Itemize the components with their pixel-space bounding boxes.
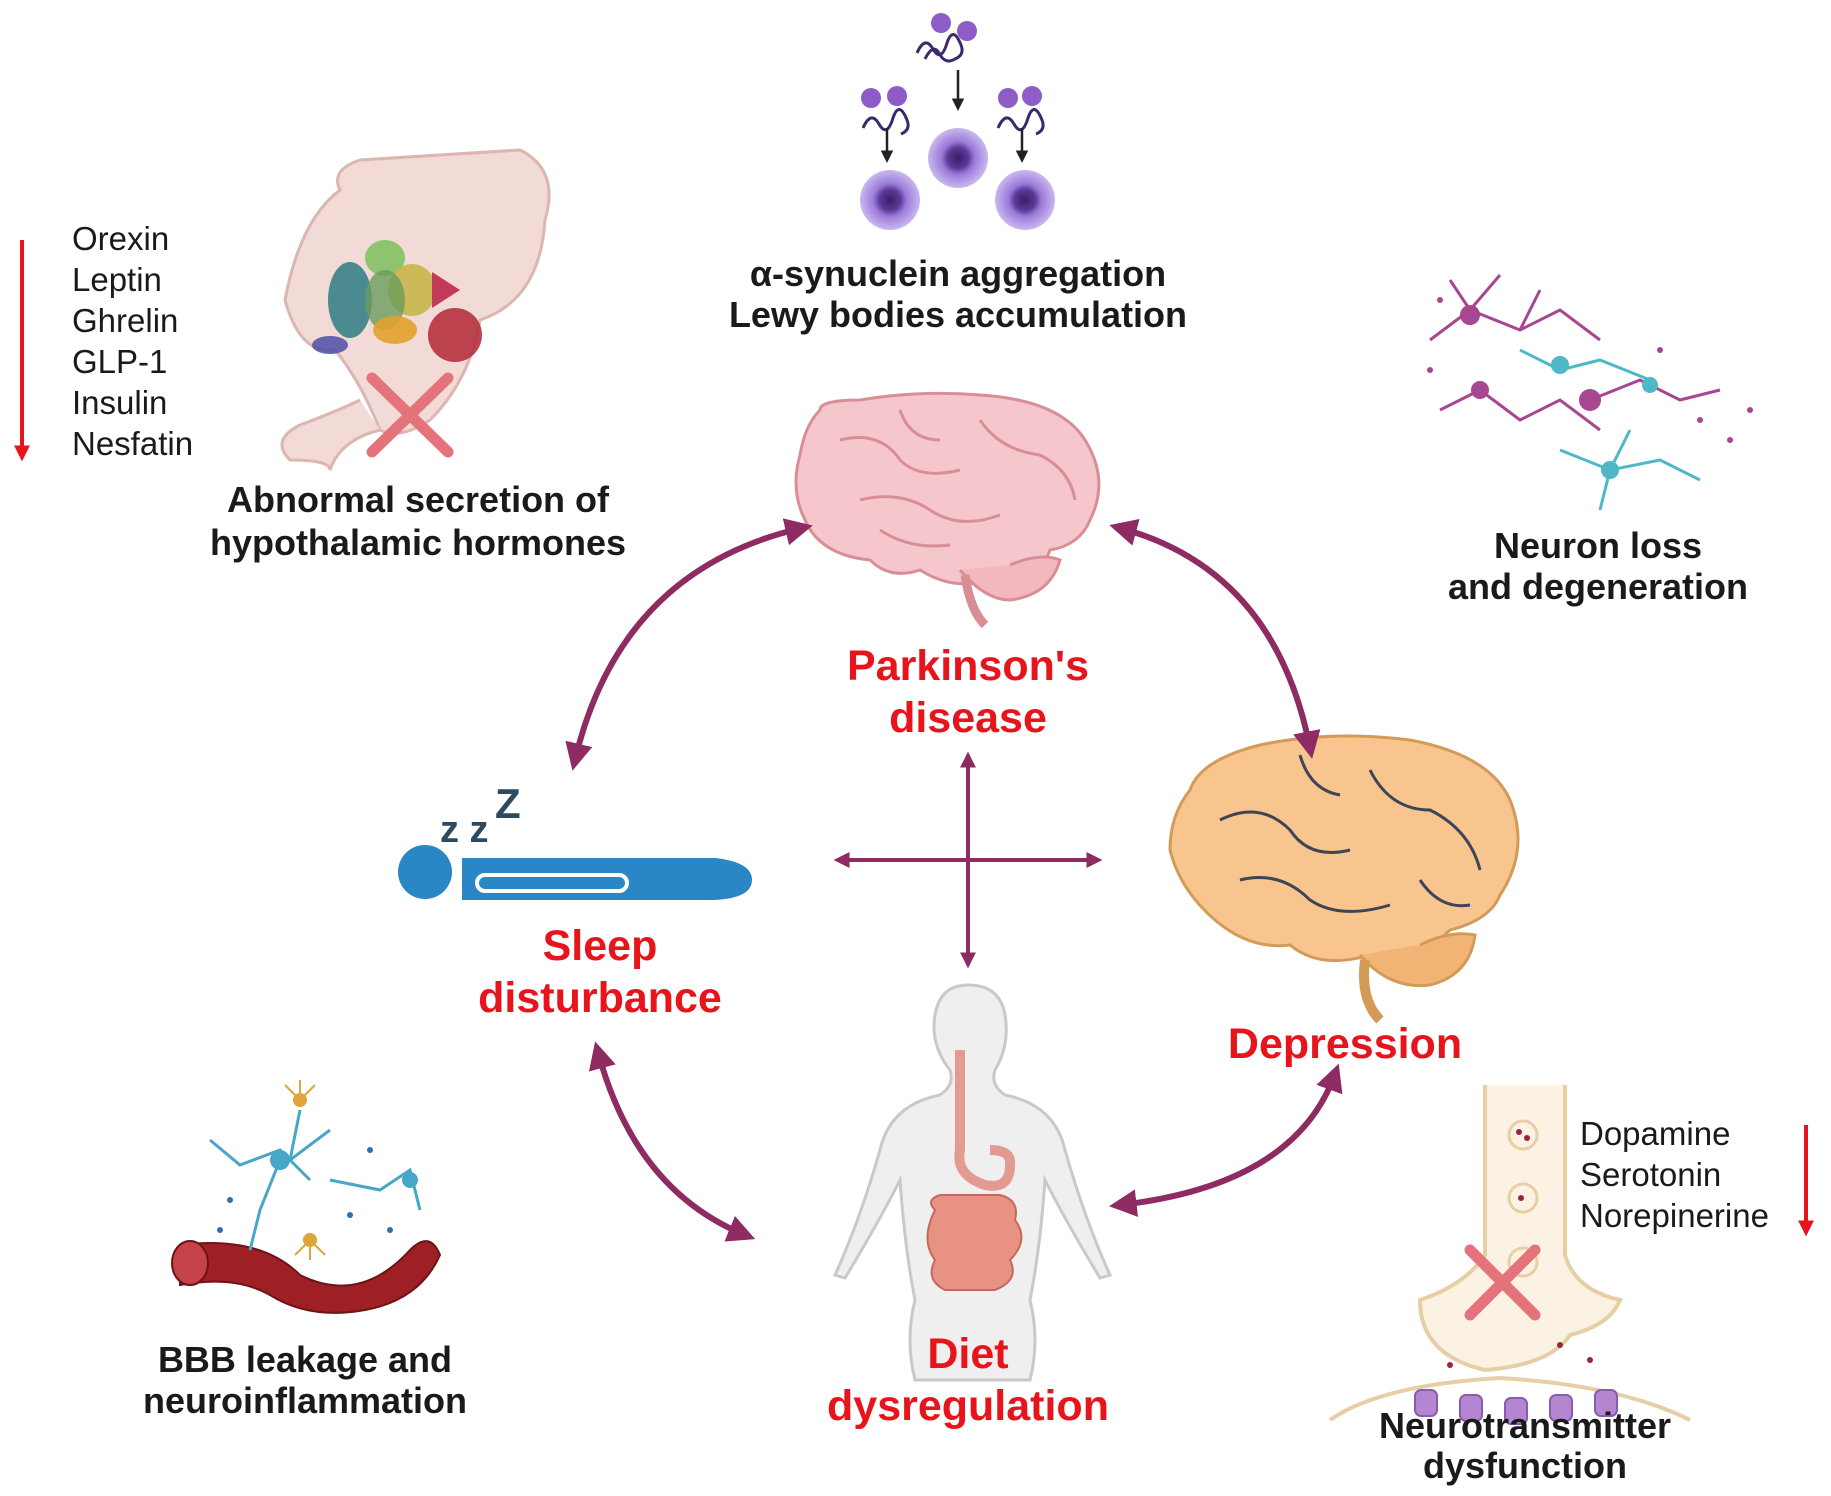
hormone-item: Orexin [72,220,169,257]
sleeping-person-icon: z z Z [398,780,752,900]
neuron-network-illustration [1427,274,1753,511]
hormone-item: GLP-1 [72,343,167,380]
lewy-body-icon [995,170,1055,230]
ubiquitin-protein-icon [996,86,1045,136]
depression-diet-arrow [1109,1063,1343,1217]
diet-hub-label-line: dysregulation [827,1382,1109,1430]
alpha-synuclein-caption-line: α-synuclein aggregation [750,253,1166,294]
alpha-synuclein-caption-line: Lewy bodies accumulation [729,294,1187,335]
ubiquitin-protein-icon [915,13,977,63]
lewy-body-icon [860,170,920,230]
lewy-body-icon [928,128,988,188]
cross-icon [1464,1244,1541,1321]
parkinsons-hub-label-line: disease [889,694,1047,742]
bbb-illustration [171,1080,442,1314]
parkinsons-brain-icon [794,391,1101,629]
hormone-item: Insulin [72,384,167,421]
relationship-arrows [565,518,1343,1242]
sleep-diet-arrow [588,1041,756,1242]
alpha-synuclein-illustration [860,13,1055,230]
zzz-icon: z z [440,809,489,851]
cross-icon [366,372,454,458]
neuron-loss-caption-line: and degeneration [1448,566,1748,607]
pd-sleep-arrow [565,518,813,771]
neurotransmitter-caption-line: dysfunction [1423,1445,1627,1486]
hormone-item: Ghrelin [72,302,178,339]
hypothalamus-illustration [280,148,551,471]
neurotransmitter-item: Norepinerine [1580,1197,1769,1234]
neurotransmitter-caption-line: Neurotransmitter [1379,1405,1671,1446]
diet-hub-label-line: Diet [927,1330,1008,1378]
neurotransmitter-item: Dopamine [1580,1115,1730,1152]
zzz-icon: Z [495,780,521,827]
neurotransmitter-list: Dopamine Serotonin Norepinerine [1580,1115,1769,1234]
synapse-illustration [1328,1085,1691,1425]
depression-brain-icon [1168,734,1520,1024]
sleep-hub-label-line: Sleep [543,922,658,970]
hormone-item: Nesfatin [72,425,193,462]
neurotransmitter-item: Serotonin [1580,1156,1721,1193]
depression-hub-label: Depression [1228,1020,1462,1068]
hypothalamic-caption-line: hypothalamic hormones [210,522,626,563]
depression-hub-label-line: Depression [1228,1020,1462,1068]
bbb-caption-line: BBB leakage and [158,1339,452,1380]
hormone-list: Orexin Leptin Ghrelin GLP-1 Insulin Nesf… [72,220,193,462]
pd-depression-arrow [1109,519,1321,759]
hypothalamic-caption-line: Abnormal secretion of [227,479,610,520]
hormone-item: Leptin [72,261,162,298]
human-digestive-system-icon [832,983,1113,1382]
ubiquitin-protein-icon [861,86,910,136]
parkinsons-hub-label-line: Parkinson's [847,642,1089,690]
sleep-hub-label-line: disturbance [478,974,722,1022]
bbb-caption-line: neuroinflammation [143,1380,467,1421]
neuron-loss-caption-line: Neuron loss [1494,525,1702,566]
